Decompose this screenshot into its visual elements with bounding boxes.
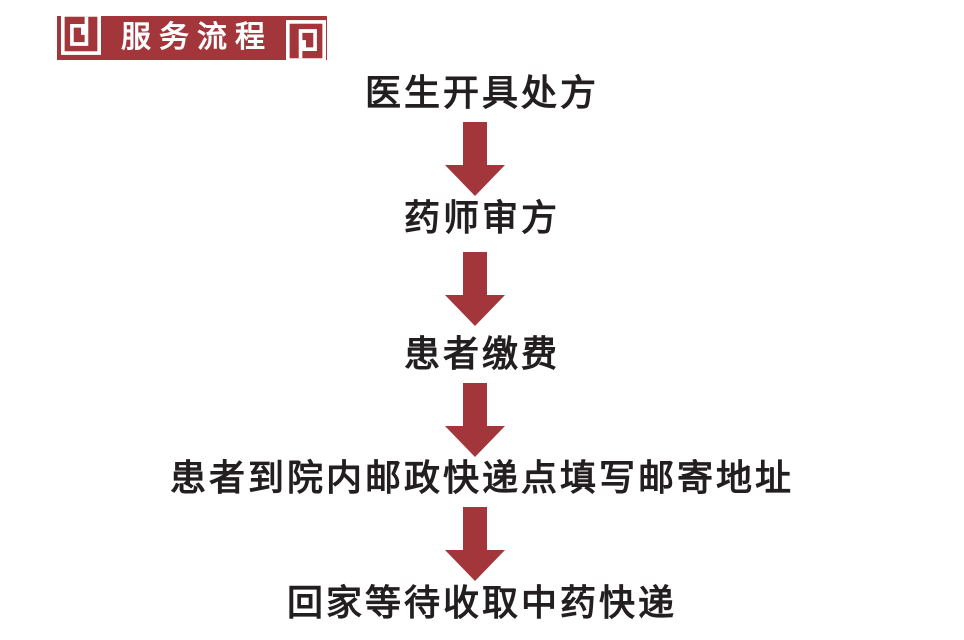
- section-title: 服务流程: [121, 20, 273, 55]
- fret-spiral-icon: [61, 12, 101, 56]
- flow-step-label: 回家等待收取中药快递: [286, 583, 677, 624]
- down-arrow-icon: [445, 252, 505, 326]
- section-header-banner: 服务流程: [57, 13, 327, 63]
- fret-spiral-icon: [286, 19, 326, 63]
- down-arrow-icon: [445, 507, 505, 581]
- down-arrow-icon: [445, 383, 505, 457]
- flow-step-label: 患者到院内邮政快递点填写邮寄地址: [169, 458, 794, 499]
- down-arrow-icon: [445, 122, 505, 196]
- flow-step-label: 患者缴费: [403, 334, 560, 375]
- flow-step-label: 药师审方: [403, 198, 560, 239]
- flow-step-label: 医生开具处方: [364, 73, 599, 114]
